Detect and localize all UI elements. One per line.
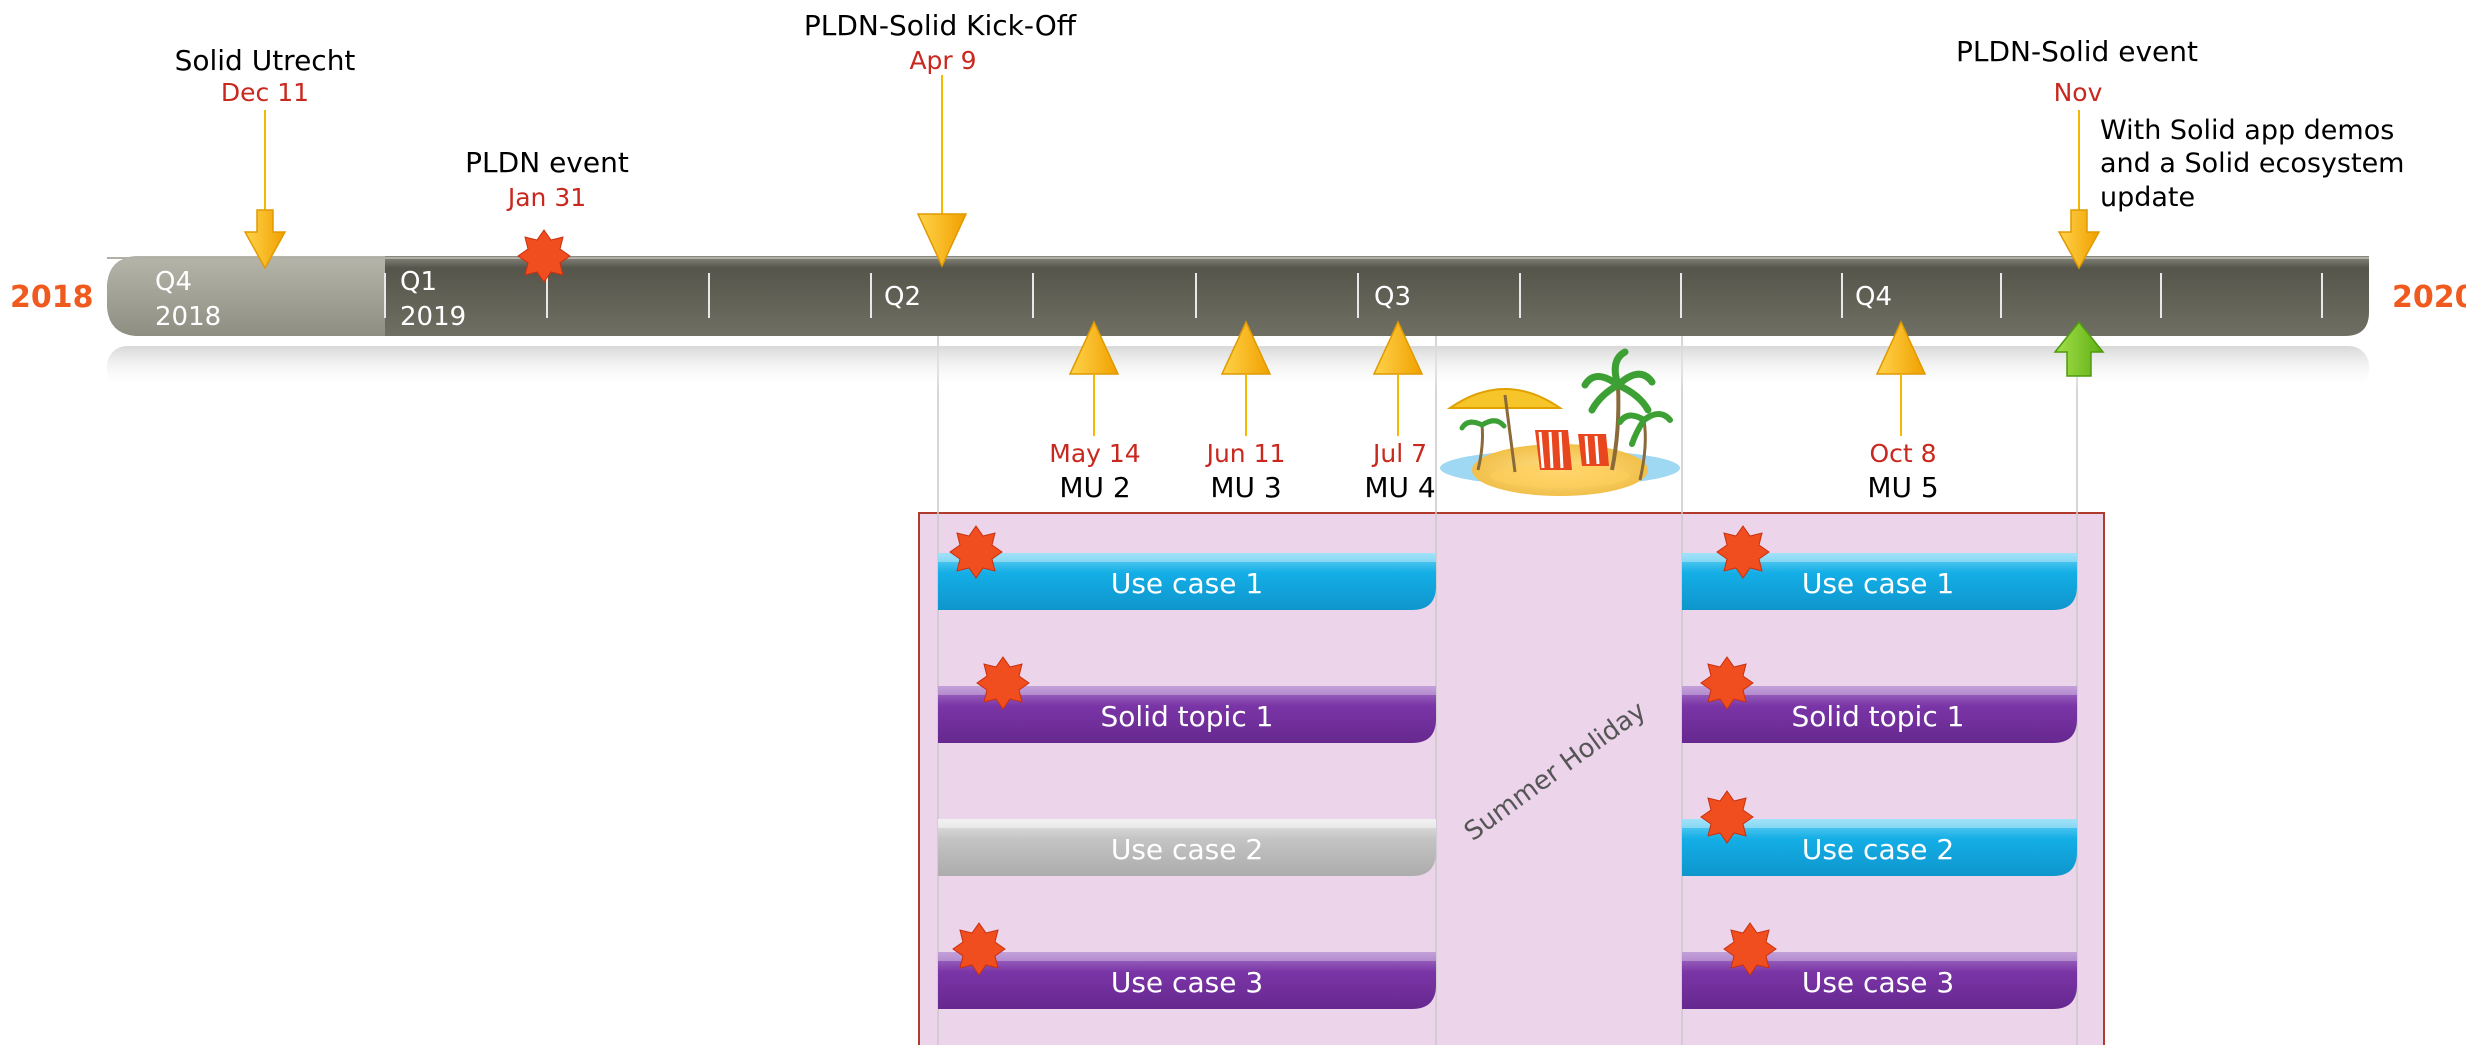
milestone-title: PLDN-Solid event [1956, 35, 2198, 68]
arrow-down-icon [243, 209, 287, 270]
milestone-title: MU 5 [1867, 471, 1938, 504]
timeline-ticks [384, 273, 2323, 318]
task-label: Use case 3 [1802, 966, 1954, 999]
triangle-down-icon [916, 213, 968, 268]
starburst-icon [517, 229, 571, 283]
milestone-date: May 14 [1049, 439, 1140, 468]
milestone-title: MU 3 [1210, 471, 1281, 504]
task-label: Use case 2 [1111, 833, 1263, 866]
task-label: Use case 2 [1802, 833, 1954, 866]
task-bar-use-case-1: Use case 1 [1682, 553, 2077, 610]
quarter-label: Q3 [1374, 282, 1411, 312]
task-bar-use-case-2: Use case 2 [1682, 819, 2077, 876]
milestone-date: Nov [2054, 78, 2103, 107]
task-label: Solid topic 1 [1792, 700, 1965, 733]
quarter-year-label: 2019 [400, 302, 466, 332]
starburst-icon [1700, 790, 1754, 844]
milestone-date: Jan 31 [506, 183, 586, 212]
task-bar-use-case-1: Use case 1 [938, 553, 1436, 610]
timeline-bar [107, 256, 2369, 336]
timeline-bar-q4-2018 [107, 256, 385, 336]
milestone-date: Dec 11 [221, 78, 309, 107]
milestone-title: MU 2 [1059, 471, 1130, 504]
task-bar-solid-topic-1: Solid topic 1 [1682, 686, 2077, 743]
task-bar-solid-topic-1: Solid topic 1 [938, 686, 1436, 743]
milestone-title: Solid Utrecht [175, 44, 356, 77]
milestone-note: With Solid app demos [2100, 115, 2394, 146]
milestone-date: Oct 8 [1869, 439, 1936, 468]
milestone-date: Jun 11 [1205, 439, 1286, 468]
milestone-title: PLDN event [465, 146, 629, 179]
task-label: Use case 1 [1111, 567, 1263, 600]
starburst-icon [976, 656, 1030, 710]
starburst-icon [1716, 525, 1770, 579]
starburst-icon [1723, 922, 1777, 976]
arrow-down-icon [2057, 209, 2101, 270]
task-bar-use-case-2: Use case 2 [938, 819, 1436, 876]
milestone-date: Jul 7 [1371, 439, 1427, 468]
milestone-note: update [2100, 182, 2195, 213]
beach-illustration [1440, 348, 1680, 496]
quarter-label: Q2 [884, 282, 921, 312]
starburst-icon [949, 525, 1003, 579]
starburst-icon [1700, 656, 1754, 710]
task-label: Use case 3 [1111, 966, 1263, 999]
quarter-label: Q4 [1855, 282, 1892, 312]
milestone-note: and a Solid ecosystem [2100, 148, 2404, 179]
milestone-title: PLDN-Solid Kick-Off [804, 9, 1077, 42]
end-year-label: 2020 [2392, 280, 2466, 315]
task-label: Solid topic 1 [1101, 700, 1274, 733]
quarter-year-label: 2018 [155, 302, 221, 332]
task-bar-use-case-3: Use case 3 [1682, 952, 2077, 1009]
start-year-label: 2018 [10, 280, 94, 315]
milestone-title: MU 4 [1364, 471, 1435, 504]
arrow-up-icon [2053, 320, 2105, 377]
milestone-date: Apr 9 [909, 46, 976, 75]
task-label: Use case 1 [1802, 567, 1954, 600]
task-bar-use-case-3: Use case 3 [938, 952, 1436, 1009]
quarter-label: Q4 [155, 267, 192, 297]
starburst-icon [952, 922, 1006, 976]
quarter-label: Q1 [400, 267, 437, 297]
